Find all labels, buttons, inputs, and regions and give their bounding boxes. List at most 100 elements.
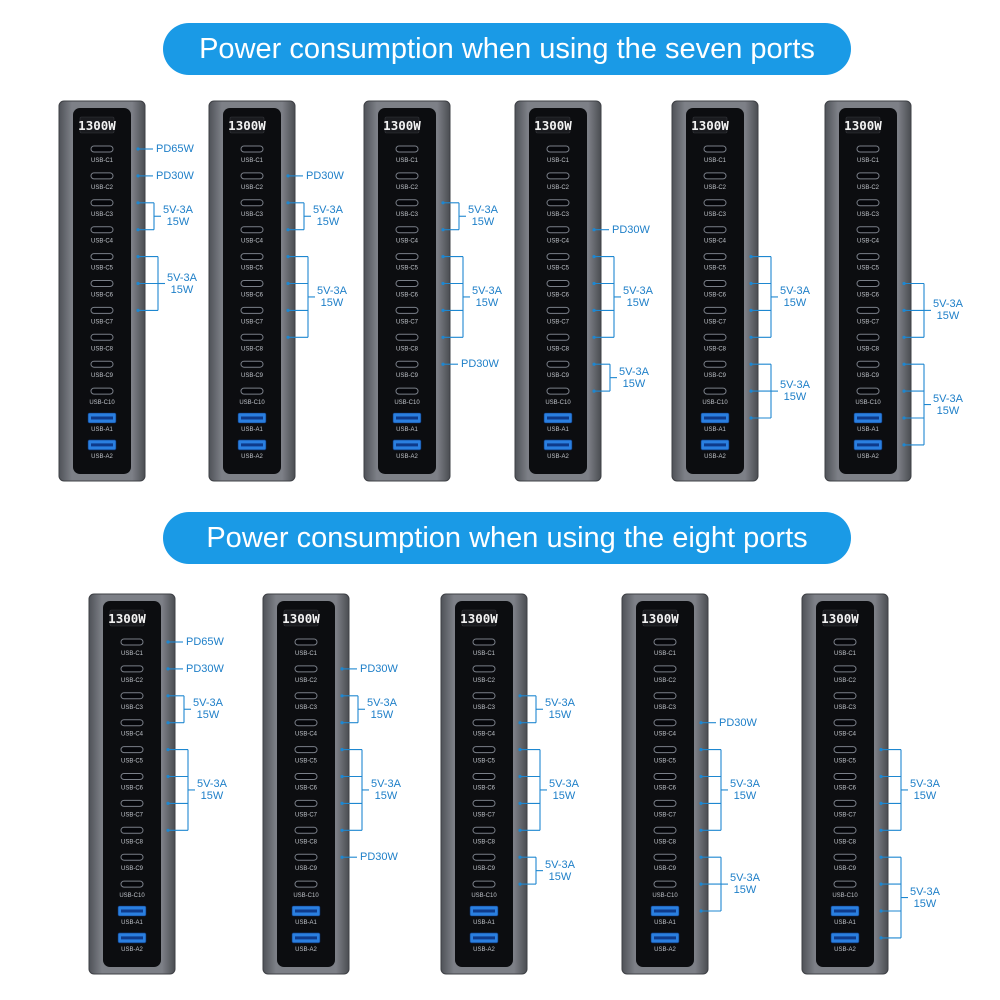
annotation-watts: 15W bbox=[913, 789, 937, 802]
port-label: USB-C5 bbox=[396, 266, 419, 272]
usb-c-port-icon bbox=[294, 799, 318, 807]
port-label: USB-C6 bbox=[473, 786, 496, 792]
display-readout: 1300W bbox=[78, 118, 116, 133]
usb-a-tongue-icon bbox=[121, 909, 143, 913]
usb-c-port-icon bbox=[120, 719, 144, 727]
display-screen bbox=[109, 609, 145, 627]
annotation-spec: 5V-3A bbox=[193, 697, 223, 710]
annotation-spec: 5V-3A bbox=[317, 284, 347, 297]
port-label: USB-C2 bbox=[704, 185, 727, 191]
usb-c-port-icon bbox=[856, 145, 880, 153]
hub-panel bbox=[636, 601, 694, 967]
usb-c-port-icon bbox=[90, 387, 114, 395]
hub-panel bbox=[839, 108, 897, 474]
display-readout: 1300W bbox=[844, 118, 882, 133]
port-label: USB-C6 bbox=[396, 293, 419, 299]
port-label: USB-A2 bbox=[857, 454, 879, 460]
usb-c-port-icon bbox=[653, 799, 677, 807]
port-label: USB-C4 bbox=[547, 239, 570, 245]
port-label: USB-C2 bbox=[396, 185, 419, 191]
usb-a-tongue-icon bbox=[834, 936, 856, 940]
usb-c-port-icon bbox=[90, 253, 114, 261]
usb-a-tongue-icon bbox=[547, 443, 569, 447]
annotation-spec: PD65W bbox=[186, 636, 224, 648]
usb-c-port-icon bbox=[90, 306, 114, 314]
usb-c-port-icon bbox=[703, 333, 727, 341]
port-label: USB-C10 bbox=[702, 400, 728, 406]
port-label: USB-C4 bbox=[396, 239, 419, 245]
usb-c-port-icon bbox=[472, 692, 496, 700]
port-label: USB-C4 bbox=[654, 732, 677, 738]
usb-c-port-icon bbox=[240, 199, 264, 207]
port-label: USB-C7 bbox=[834, 812, 857, 818]
usb-c-port-icon bbox=[653, 692, 677, 700]
port-label: USB-C8 bbox=[857, 346, 880, 352]
port-label: USB-C9 bbox=[241, 373, 264, 379]
usb-c-port-icon bbox=[240, 387, 264, 395]
port-label: USB-C3 bbox=[857, 212, 880, 218]
annotation-label: PD30W bbox=[612, 224, 650, 236]
hub-panel bbox=[529, 108, 587, 474]
usb-c-port-icon bbox=[856, 387, 880, 395]
port-label: USB-C9 bbox=[396, 373, 419, 379]
usb-c-port-icon bbox=[472, 799, 496, 807]
port-label: USB-C7 bbox=[295, 812, 318, 818]
usb-c-port-icon bbox=[240, 172, 264, 180]
usb-a-tongue-icon bbox=[121, 936, 143, 940]
display-screen bbox=[845, 116, 881, 134]
annotation-label: PD30W bbox=[186, 663, 224, 675]
usb-c-port-icon bbox=[546, 387, 570, 395]
annotation-spec: 5V-3A bbox=[780, 284, 810, 297]
usb-c-port-icon bbox=[395, 333, 419, 341]
usb-c-port-icon bbox=[653, 719, 677, 727]
annotation-watts: 15W bbox=[733, 884, 757, 897]
port-label: USB-C5 bbox=[704, 266, 727, 272]
port-label: USB-A1 bbox=[241, 427, 263, 433]
usb-c-port-icon bbox=[294, 665, 318, 673]
annotation-spec: 5V-3A bbox=[163, 204, 193, 217]
hub-panel bbox=[378, 108, 436, 474]
port-label: USB-C2 bbox=[121, 678, 144, 684]
port-label: USB-A1 bbox=[396, 427, 418, 433]
port-label: USB-C5 bbox=[121, 759, 144, 765]
port-label: USB-C6 bbox=[857, 293, 880, 299]
usb-c-port-icon bbox=[546, 145, 570, 153]
port-label: USB-C9 bbox=[91, 373, 114, 379]
annotation-watts: 15W bbox=[936, 404, 960, 417]
port-label: USB-C4 bbox=[834, 732, 857, 738]
port-label: USB-C6 bbox=[241, 293, 264, 299]
port-label: USB-A2 bbox=[91, 454, 113, 460]
usb-c-port-icon bbox=[395, 306, 419, 314]
port-label: USB-C2 bbox=[547, 185, 570, 191]
display-screen bbox=[642, 609, 678, 627]
usb-c-port-icon bbox=[90, 145, 114, 153]
annotation-watts: 15W bbox=[622, 377, 646, 390]
port-label: USB-A1 bbox=[473, 920, 495, 926]
display-readout: 1300W bbox=[383, 118, 421, 133]
annotation-spec: PD30W bbox=[156, 169, 194, 182]
port-label: USB-C10 bbox=[471, 893, 497, 899]
usb-c-port-icon bbox=[546, 360, 570, 368]
usb-c-port-icon bbox=[653, 665, 677, 673]
usb-c-port-icon bbox=[653, 826, 677, 834]
usb-c-port-icon bbox=[653, 746, 677, 754]
port-label: USB-A2 bbox=[834, 947, 856, 953]
usb-c-port-icon bbox=[703, 172, 727, 180]
hub-panel bbox=[277, 601, 335, 967]
port-label: USB-C8 bbox=[473, 839, 496, 845]
port-label: USB-C3 bbox=[91, 212, 114, 218]
annotation-spec: 5V-3A bbox=[313, 204, 343, 217]
port-label: USB-C5 bbox=[91, 266, 114, 272]
annotation-label: PD65W bbox=[186, 636, 224, 648]
